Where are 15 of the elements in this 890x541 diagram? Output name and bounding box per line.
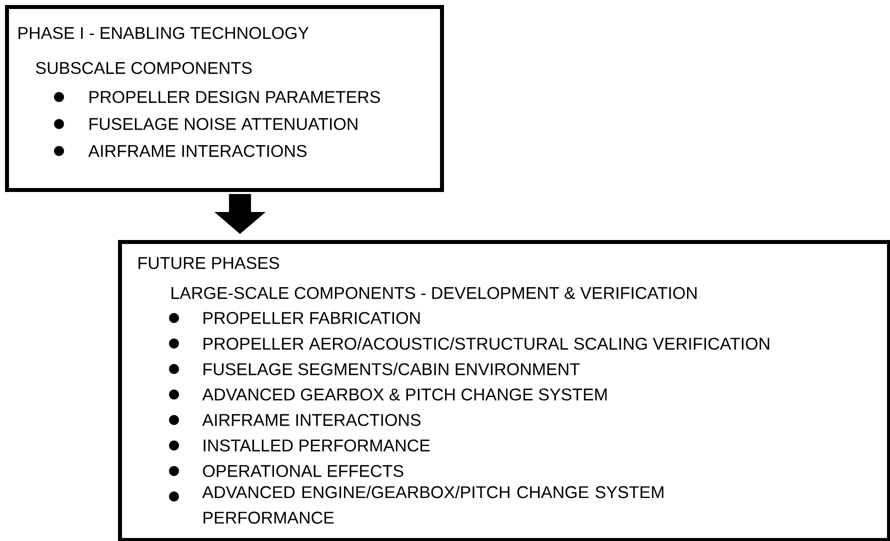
heading: PHASE I - ENABLING TECHNOLOGY <box>18 26 309 40</box>
bullet-text: AIRFRAME INTERACTIONS <box>202 414 421 426</box>
bullet-text: AIRFRAME INTERACTIONS <box>88 144 307 158</box>
heading: FUTURE PHASES <box>138 256 280 270</box>
bullet-text: OPERATIONAL EFFECTS <box>203 464 404 478</box>
bullet-text: FUSELAGE SEGMENTS/CABIN ENVIRONMENT <box>204 362 580 376</box>
bullet-text: PROPELLER FABRICATION <box>204 312 420 324</box>
bullet-text: PROPELLER DESIGN PARAMETERS <box>90 90 380 104</box>
bullet-text: INSTALLED PERFORMANCE <box>204 439 430 452</box>
subheading: LARGE-SCALE COMPONENTS - DEVELOPMENT & VERIFICATION <box>172 286 697 300</box>
bullet-text: ADVANCED GEARBOX & PITCH CHANGE SYSTEM <box>202 388 607 401</box>
bullet-text: PROPELLER AERO/ACOUSTIC/STRUCTURAL SCALING VERIFICATION <box>204 337 770 350</box>
bullet-text: ADVANCED ENGINE/GEARBOX/PITCH CHANGE SYSTEM PERFORMANCE <box>202 486 664 524</box>
bullet-text: FUSELAGE NOISE ATTENUATION <box>90 118 358 130</box>
subheading: SUBSCALE COMPONENTS <box>36 62 252 74</box>
